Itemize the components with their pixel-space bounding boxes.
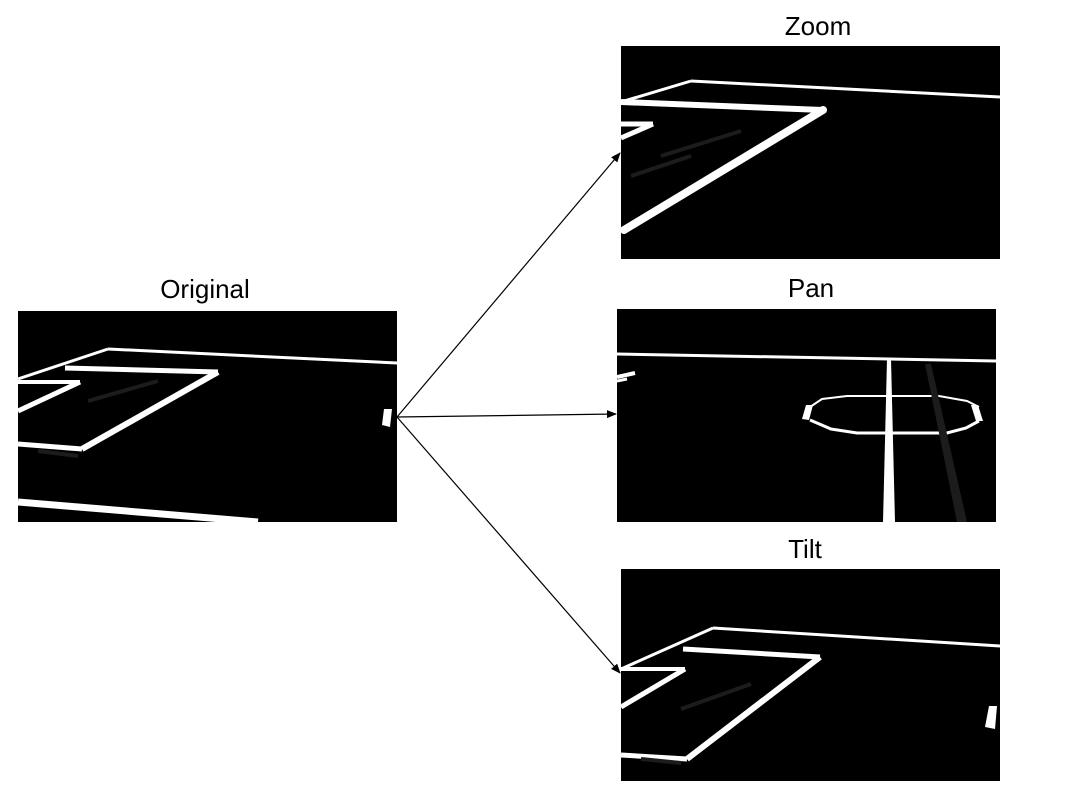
tilt-field-drawing [621,626,1000,765]
goal-line [107,347,397,365]
penalty-box-side [621,106,827,234]
penalty-box-side [685,654,822,762]
zoom-label: Zoom [784,11,852,41]
penalty-box-top [621,99,824,113]
pan-field-image [617,309,996,522]
goal-line-left [18,347,109,381]
tilt-field-image [621,569,1000,781]
original-field-drawing [18,347,397,522]
goal-area-side [621,121,655,141]
original-field-image [18,311,397,522]
penalty-box-top [64,365,219,375]
pan-label: Pan [787,273,835,303]
goal-line-left [621,626,714,671]
goal-area-side [18,379,82,414]
halfway-line [883,359,895,522]
goal-line [690,79,1000,99]
zoom-field-image [621,46,1000,259]
center-circle-left-segment [802,405,813,420]
arrow-to-pan [396,410,617,419]
near-sideline [18,498,259,522]
penalty-box-bottom [621,752,688,762]
center-circle-fragment [985,706,997,729]
center-circle-fragment [382,409,392,427]
penalty-box-bottom [18,441,83,452]
touch-line [617,352,996,363]
pan-field-drawing [617,352,996,522]
goal-line-left [621,79,692,104]
center-circle-top [809,395,980,408]
zoom-field-drawing [621,79,1000,234]
arrow-to-tilt [396,416,621,674]
penalty-box-fragment [617,371,636,379]
center-circle-right-segment [971,405,983,421]
tilt-label: Tilt [788,534,822,564]
penalty-box-side [80,369,220,452]
penalty-box-top [682,646,821,660]
original-label: Original [160,274,250,304]
center-circle-bottom [809,418,980,435]
goal-line [712,626,1000,648]
goal-area-side [621,666,687,710]
arrow-to-zoom [396,152,621,418]
ghost-line [925,364,967,522]
